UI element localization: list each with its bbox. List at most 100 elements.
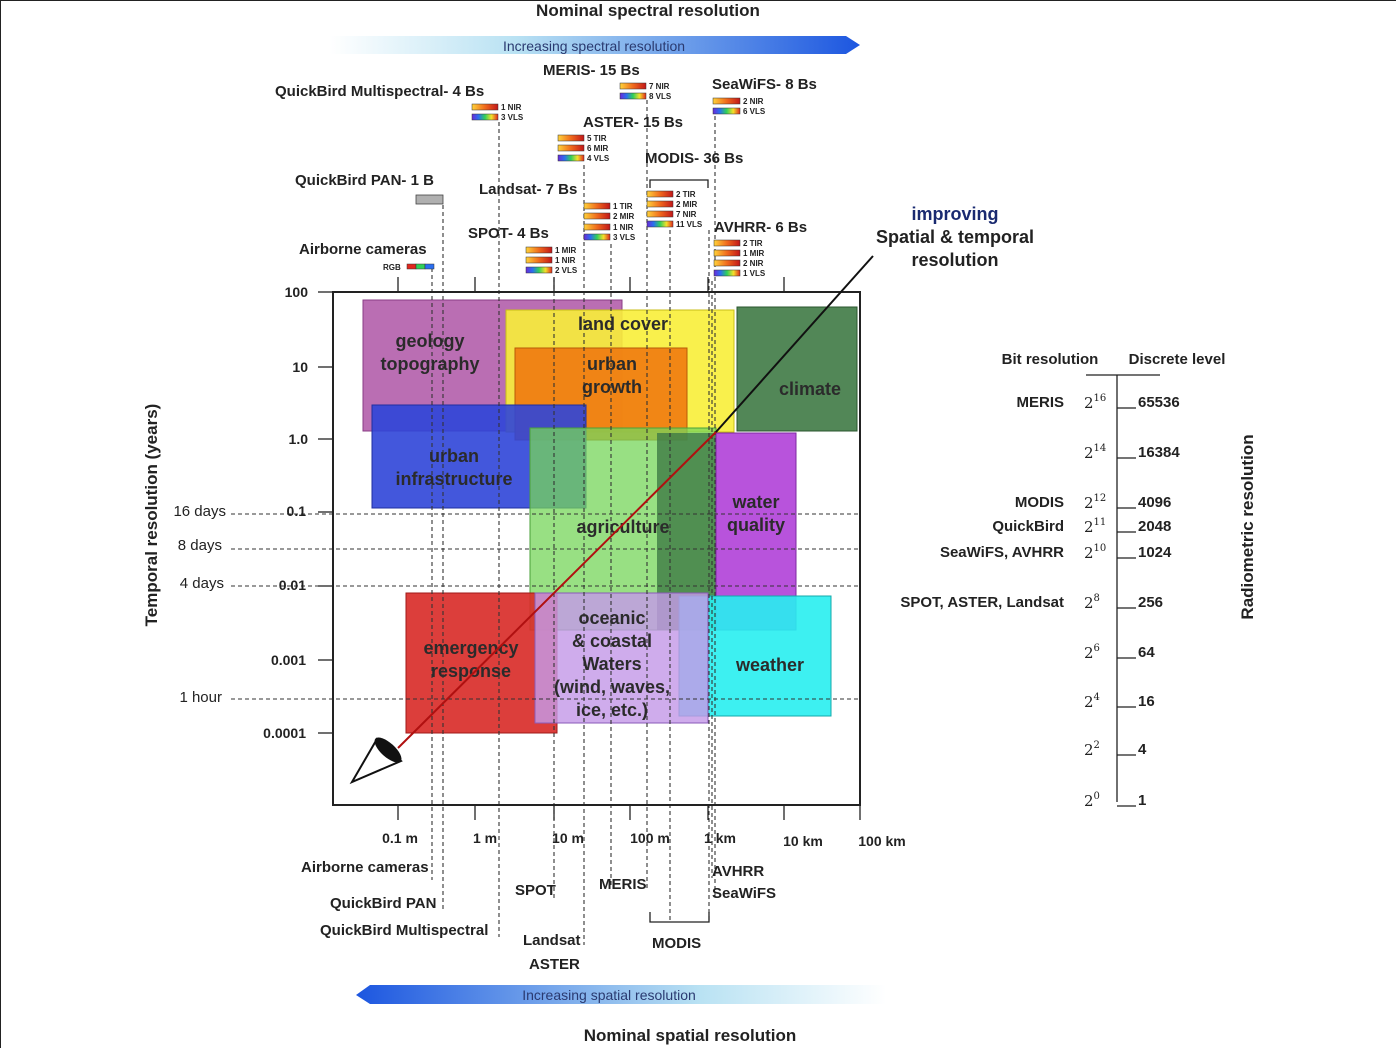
radiometric-value: 4 — [1138, 741, 1147, 758]
seawifs-band-2: 6 VLS — [743, 107, 766, 116]
sensor-guides — [431, 100, 716, 945]
spatial-arrow-label: Increasing spatial resolution — [522, 987, 696, 1003]
radiometric-power: 26 — [1084, 643, 1100, 662]
radiometric-sensor: QuickBird — [992, 518, 1064, 535]
x-tick-1km: 1 km — [704, 830, 736, 846]
label-response: response — [431, 661, 511, 681]
x-tick-1m: 1 m — [473, 830, 497, 846]
top-title: Nominal spectral resolution — [536, 1, 760, 20]
label-agriculture: agriculture — [576, 517, 669, 537]
radiometric-sensor: SeaWiFS, AVHRR — [940, 544, 1064, 561]
sensor-airborne: Airborne cameras — [299, 241, 427, 258]
qbms-band-1: 1 NIR — [501, 103, 522, 112]
y-side-labels: 16 days 8 days 4 days 1 hour — [173, 503, 226, 706]
y-tick-1: 1.0 — [289, 431, 309, 447]
label-oceanic-2: & coastal — [572, 631, 652, 651]
region-labels: geology topography land cover urban grow… — [381, 314, 842, 720]
label-water: water — [731, 492, 779, 512]
modis-band-2: 2 MIR — [676, 200, 698, 209]
band-bars: 1 NIR 3 VLS 7 NIR 8 VLS 2 NIR 6 VLS 5 TI… — [406, 82, 766, 278]
spatial-arrow — [356, 985, 886, 1004]
radiometric-value: 65536 — [1138, 394, 1180, 411]
x-tick-10km: 10 km — [783, 833, 823, 849]
x-tick-0.1m: 0.1 m — [382, 830, 418, 846]
spot-band-3: 2 VLS — [555, 266, 578, 275]
header-bit-resolution: Bit resolution — [1002, 351, 1099, 368]
modis-band-4: 11 VLS — [676, 220, 703, 229]
radiometric-value: 64 — [1138, 644, 1155, 661]
landsat-band-1: 1 TIR — [613, 202, 633, 211]
bottom-seawifs: SeaWiFS — [712, 885, 776, 902]
radiometric-axis-title: Radiometric resolution — [1238, 434, 1257, 619]
rgb-label: RGB — [383, 263, 401, 272]
x-ticks: 0.1 m 1 m 10 m 100 m 1 km 10 km 100 km — [382, 277, 906, 849]
radiometric-power: 28 — [1084, 593, 1100, 612]
y-tick-0.01: 0.01 — [279, 577, 306, 593]
radiometric-power: 20 — [1084, 791, 1100, 810]
radiometric-power: 24 — [1084, 692, 1100, 711]
y-tick-0.1: 0.1 — [287, 503, 307, 519]
sensor-meris: MERIS- 15 Bs — [543, 62, 640, 79]
label-quality: quality — [727, 515, 785, 535]
spot-band-2: 1 NIR — [555, 256, 576, 265]
label-geology: geology — [395, 331, 464, 351]
radiometric-value: 256 — [1138, 594, 1163, 611]
label-oceanic-1: oceanic — [578, 608, 645, 628]
label-oceanic-3: Waters — [582, 654, 641, 674]
bottom-meris: MERIS — [599, 876, 647, 893]
spot-band-1: 1 MIR — [555, 246, 577, 255]
avhrr-band-4: 1 VLS — [743, 269, 766, 278]
meris-band-1: 7 NIR — [649, 82, 670, 91]
y-axis-title: Temporal resolution (years) — [142, 404, 161, 627]
radiometric-value: 16384 — [1138, 444, 1180, 461]
radiometric-power: 211 — [1084, 517, 1106, 536]
modis-band-1: 2 TIR — [676, 190, 696, 199]
sensor-spot: SPOT- 4 Bs — [468, 225, 549, 242]
landsat-band-2: 2 MIR — [613, 212, 635, 221]
improving-label: improving — [911, 204, 998, 224]
label-urban-growth-1: urban — [587, 354, 637, 374]
label-urban-infra-1: urban — [429, 446, 479, 466]
label-climate: climate — [779, 379, 841, 399]
radiometric-sensor: MODIS — [1015, 494, 1064, 511]
label-weather: weather — [735, 655, 804, 675]
qbms-band-2: 3 VLS — [501, 113, 524, 122]
bottom-aster: ASTER — [529, 956, 580, 973]
y-tick-10: 10 — [292, 359, 308, 375]
bottom-modis: MODIS — [652, 935, 701, 952]
aster-band-1: 5 TIR — [587, 134, 607, 143]
y-ticks: 100 10 1.0 0.1 0.01 0.001 0.0001 — [263, 284, 333, 741]
label-16days: 16 days — [173, 503, 226, 520]
y-tick-0.0001: 0.0001 — [263, 725, 306, 741]
bottom-qb-ms: QuickBird Multispectral — [320, 922, 488, 939]
radiometric-value: 2048 — [1138, 518, 1171, 535]
sensor-quickbird-pan: QuickBird PAN- 1 B — [295, 172, 434, 189]
radiometric-power: 214 — [1084, 443, 1106, 462]
label-topography: topography — [381, 354, 480, 374]
radiometric-power: 212 — [1084, 493, 1106, 512]
sensor-aster: ASTER- 15 Bs — [583, 114, 683, 131]
region-climate — [736, 306, 858, 432]
bottom-qb-pan: QuickBird PAN — [330, 895, 436, 912]
landsat-band-3: 1 NIR — [613, 223, 634, 232]
header-discrete-level: Discrete level — [1129, 351, 1226, 368]
radiometric-value: 1024 — [1138, 544, 1172, 561]
sensor-modis: MODIS- 36 Bs — [645, 150, 743, 167]
label-1hour: 1 hour — [179, 689, 222, 706]
bottom-spot: SPOT — [515, 882, 556, 899]
sensor-labels-bottom: Airborne cameras QuickBird PAN QuickBird… — [301, 859, 776, 973]
sensor-quickbird-ms: QuickBird Multispectral- 4 Bs — [275, 83, 484, 100]
bottom-airborne: Airborne cameras — [301, 859, 429, 876]
x-tick-100m: 100 m — [630, 830, 670, 846]
label-oceanic-5: ice, etc.) — [576, 700, 648, 720]
modis-bracket-bottom — [649, 912, 710, 923]
meris-band-2: 8 VLS — [649, 92, 672, 101]
label-8days: 8 days — [178, 537, 222, 554]
radiometric-panel: Bit resolution Discrete level Radiometri… — [900, 351, 1257, 810]
sensor-landsat: Landsat- 7 Bs — [479, 181, 577, 198]
radiometric-power: 210 — [1084, 543, 1106, 562]
sensor-seawifs: SeaWiFS- 8 Bs — [712, 76, 817, 93]
spatial-temporal-label: Spatial & temporal — [876, 227, 1034, 247]
